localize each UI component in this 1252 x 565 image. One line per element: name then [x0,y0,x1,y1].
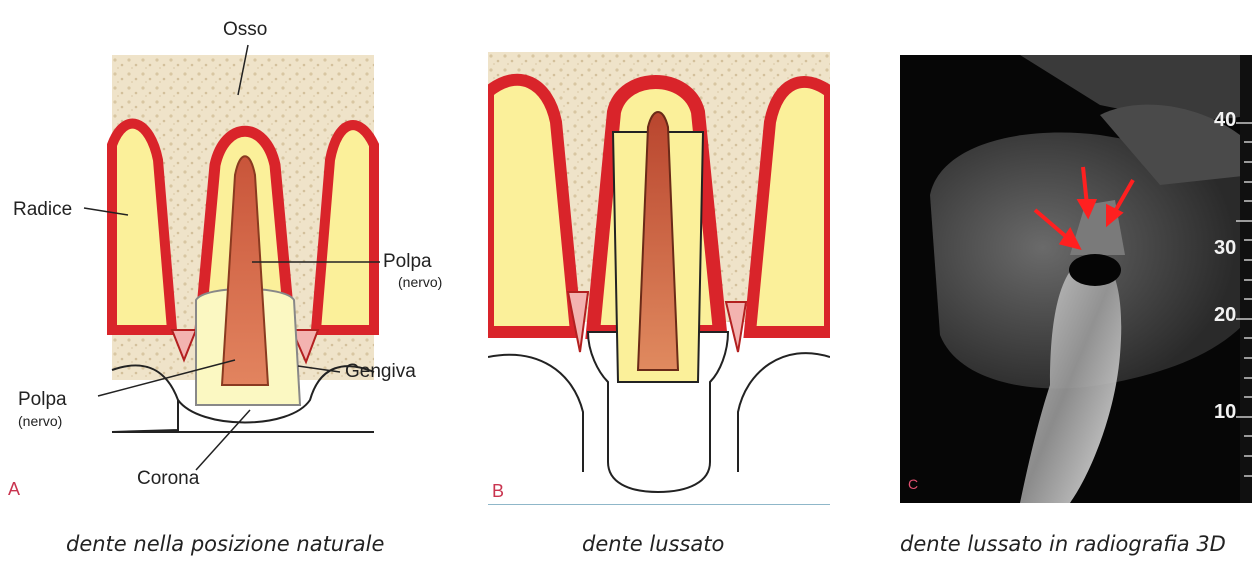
panel-letter-c: C [908,477,918,491]
label-gengiva: Gengiva [345,362,416,381]
label-radice: Radice [13,200,72,219]
panel-a-natural-tooth: Osso Radice Polpa (nervo) Polpa (nervo) … [0,0,480,505]
ruler-label-10: 10 [1214,402,1236,422]
ruler-label-30: 30 [1214,238,1236,258]
luxated-tooth-diagram [488,52,830,504]
label-corona: Corona [137,469,199,488]
caption-c: dente lussato in radiografia 3D [900,534,1226,555]
panel-b-luxated-tooth: B [488,52,830,505]
xray-image [900,55,1252,503]
caption-a: dente nella posizione naturale [66,534,384,555]
label-nervo-left: (nervo) [18,414,62,428]
label-polpa-right: Polpa [383,252,432,271]
label-polpa-left: Polpa [18,390,67,409]
ruler-label-20: 20 [1214,305,1236,325]
ruler-label-40: 40 [1214,110,1236,130]
caption-b: dente lussato [582,534,724,555]
label-osso: Osso [223,20,267,39]
label-nervo-right: (nervo) [398,275,442,289]
panel-c-xray: 40 30 20 10 C [900,55,1252,503]
panel-letter-a: A [8,480,20,498]
panel-letter-b: B [492,482,504,500]
